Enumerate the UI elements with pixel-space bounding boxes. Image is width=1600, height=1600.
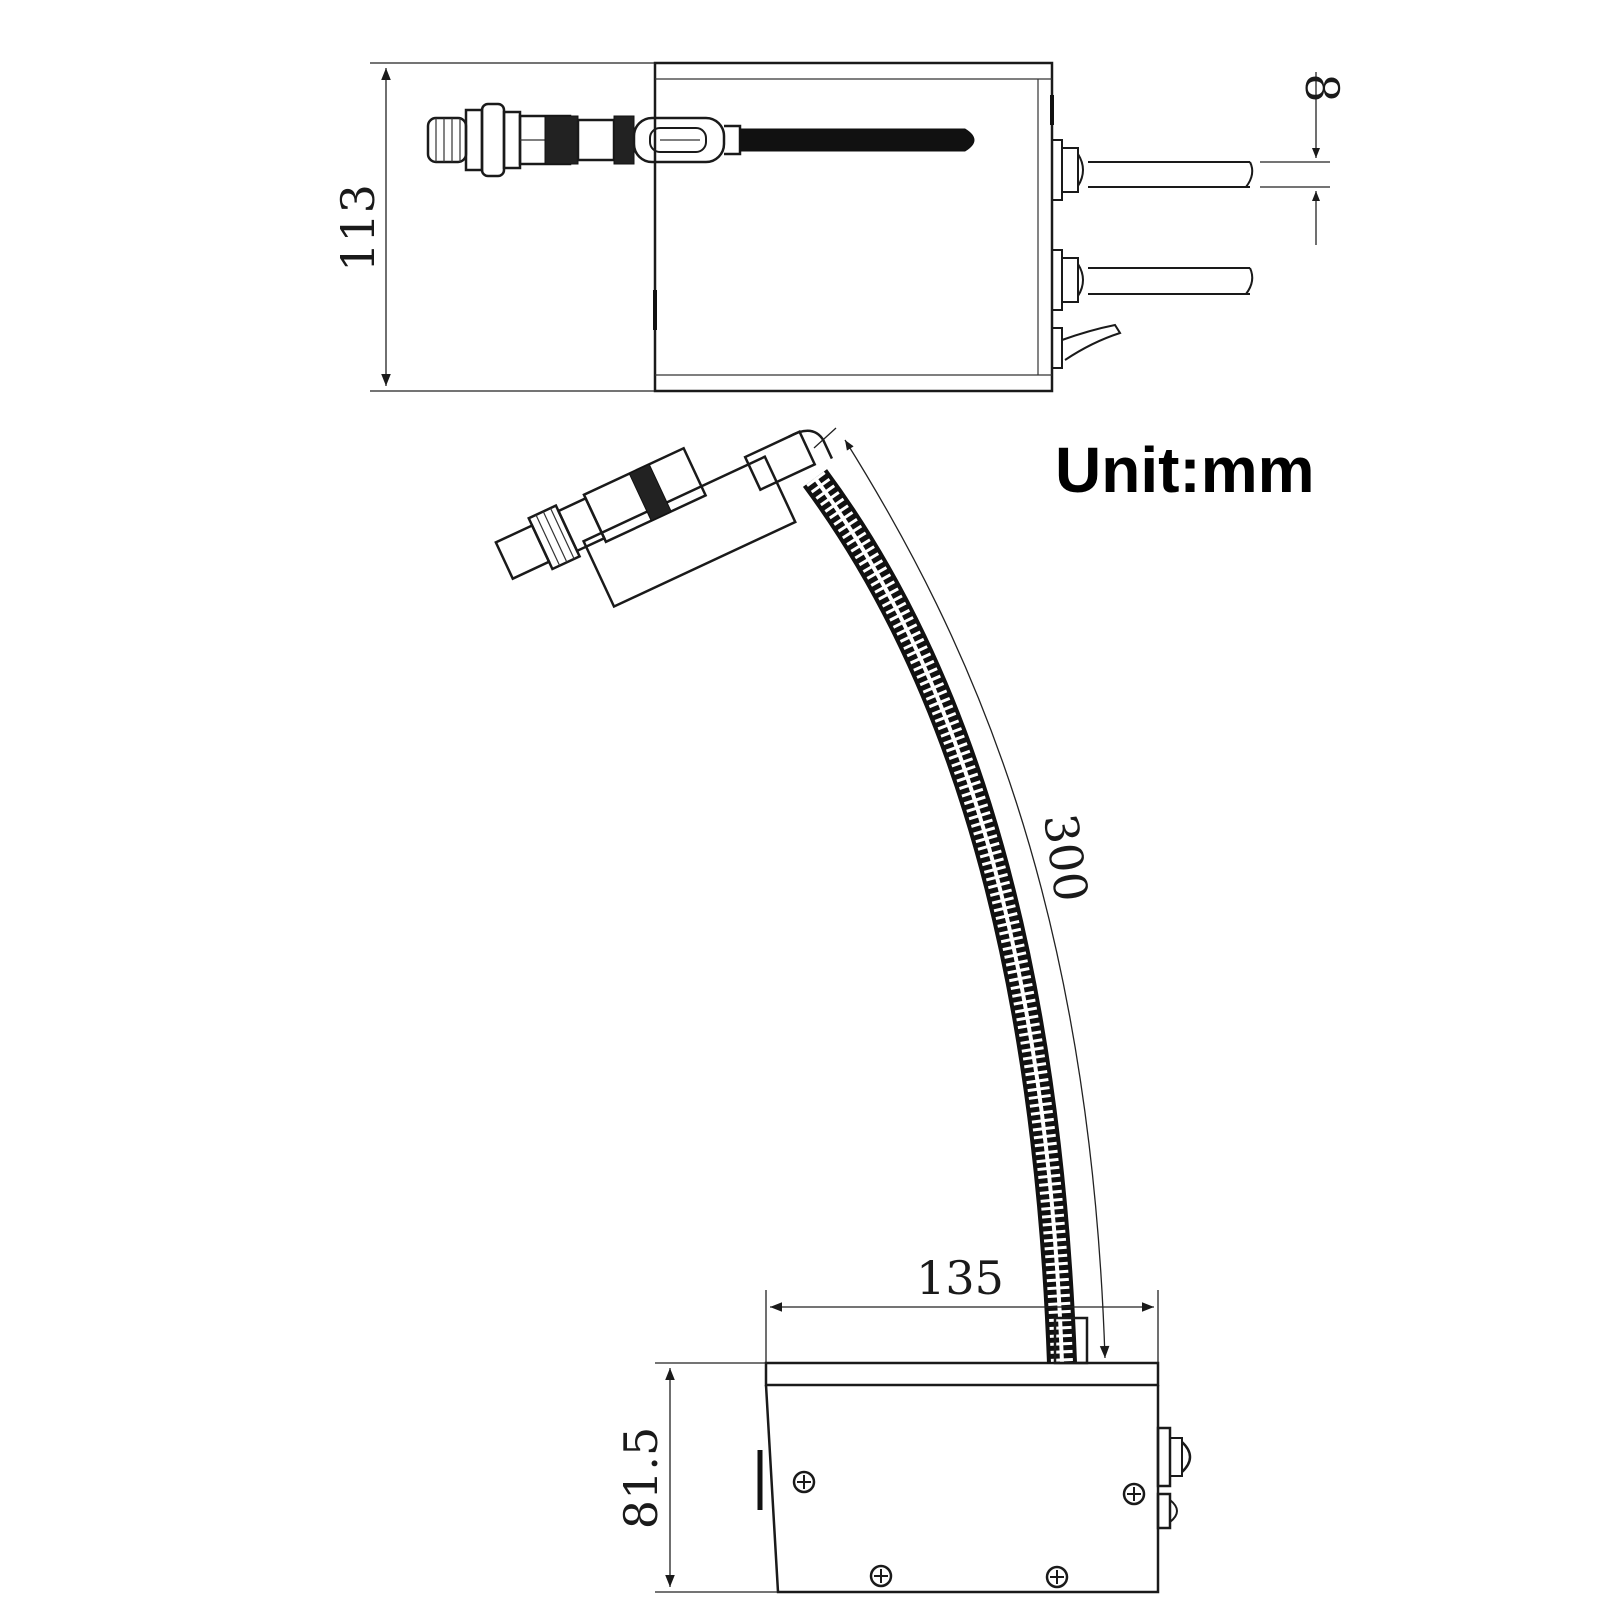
top-connector-middle (1051, 249, 1254, 311)
top-connector-lower (1051, 323, 1122, 369)
dimension-300: 300 (813, 427, 1110, 1359)
top-connector-upper (1051, 139, 1254, 201)
dimension-8-label: 8 (1295, 73, 1349, 102)
top-view (426, 61, 1254, 393)
base-screws (792, 1470, 1146, 1589)
dimension-81-5-label: 81.5 (614, 1427, 668, 1529)
side-view (494, 429, 1192, 1594)
dimension-113: 113 (331, 62, 655, 392)
dimension-113-label: 113 (331, 184, 385, 272)
screw-icon (1045, 1565, 1069, 1589)
dimension-81-5: 81.5 (614, 1362, 778, 1593)
base-housing (757, 1361, 1160, 1594)
sensor-head (494, 429, 834, 609)
dimension-300-label: 300 (1033, 811, 1099, 905)
unit-label: Unit:mm (1055, 434, 1315, 506)
screw-icon (869, 1564, 893, 1588)
top-sensor-nozzle (426, 102, 742, 178)
top-housing (653, 61, 1054, 393)
dimension-8: 8 (1260, 72, 1349, 245)
screw-icon (792, 1470, 816, 1494)
base-side-connectors (1156, 1426, 1192, 1530)
top-hose-dark (739, 128, 975, 152)
dimension-135: 135 (765, 1251, 1159, 1363)
dimension-135-label: 135 (916, 1251, 1004, 1305)
gooseneck-hose (802, 469, 1089, 1365)
screw-icon (1122, 1482, 1146, 1506)
